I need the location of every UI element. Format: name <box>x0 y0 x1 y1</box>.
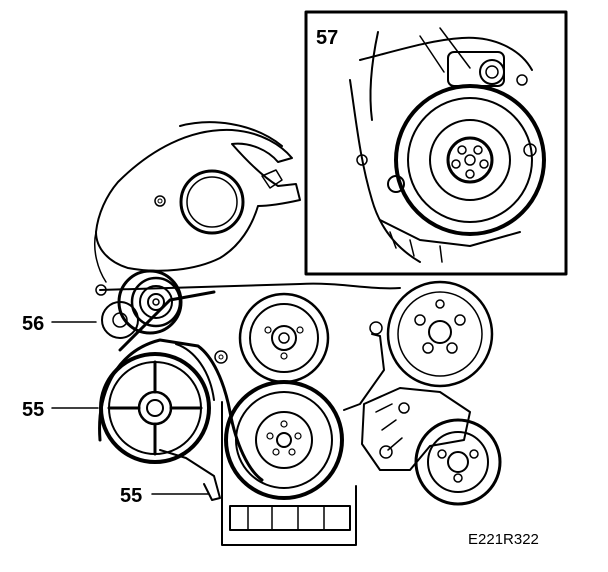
flywheel-inset <box>304 10 568 276</box>
timing-cover <box>94 121 301 283</box>
drive-belt <box>98 290 264 501</box>
callout-57: 57 <box>316 27 338 49</box>
ac-compressor <box>343 321 502 506</box>
alternator-pulley <box>99 352 211 464</box>
figure-reference: E221R322 <box>468 531 539 548</box>
engine-block <box>95 282 401 546</box>
leader-lines <box>51 321 209 495</box>
water-pump-pulley <box>238 292 330 384</box>
belt-tensioner <box>101 269 183 339</box>
power-steering-pulley <box>386 280 494 388</box>
callout-56: 56 <box>22 313 44 335</box>
crankshaft-pulley <box>224 380 344 500</box>
callout-55-upper: 55 <box>22 399 44 421</box>
callout-55-lower: 55 <box>120 485 142 507</box>
